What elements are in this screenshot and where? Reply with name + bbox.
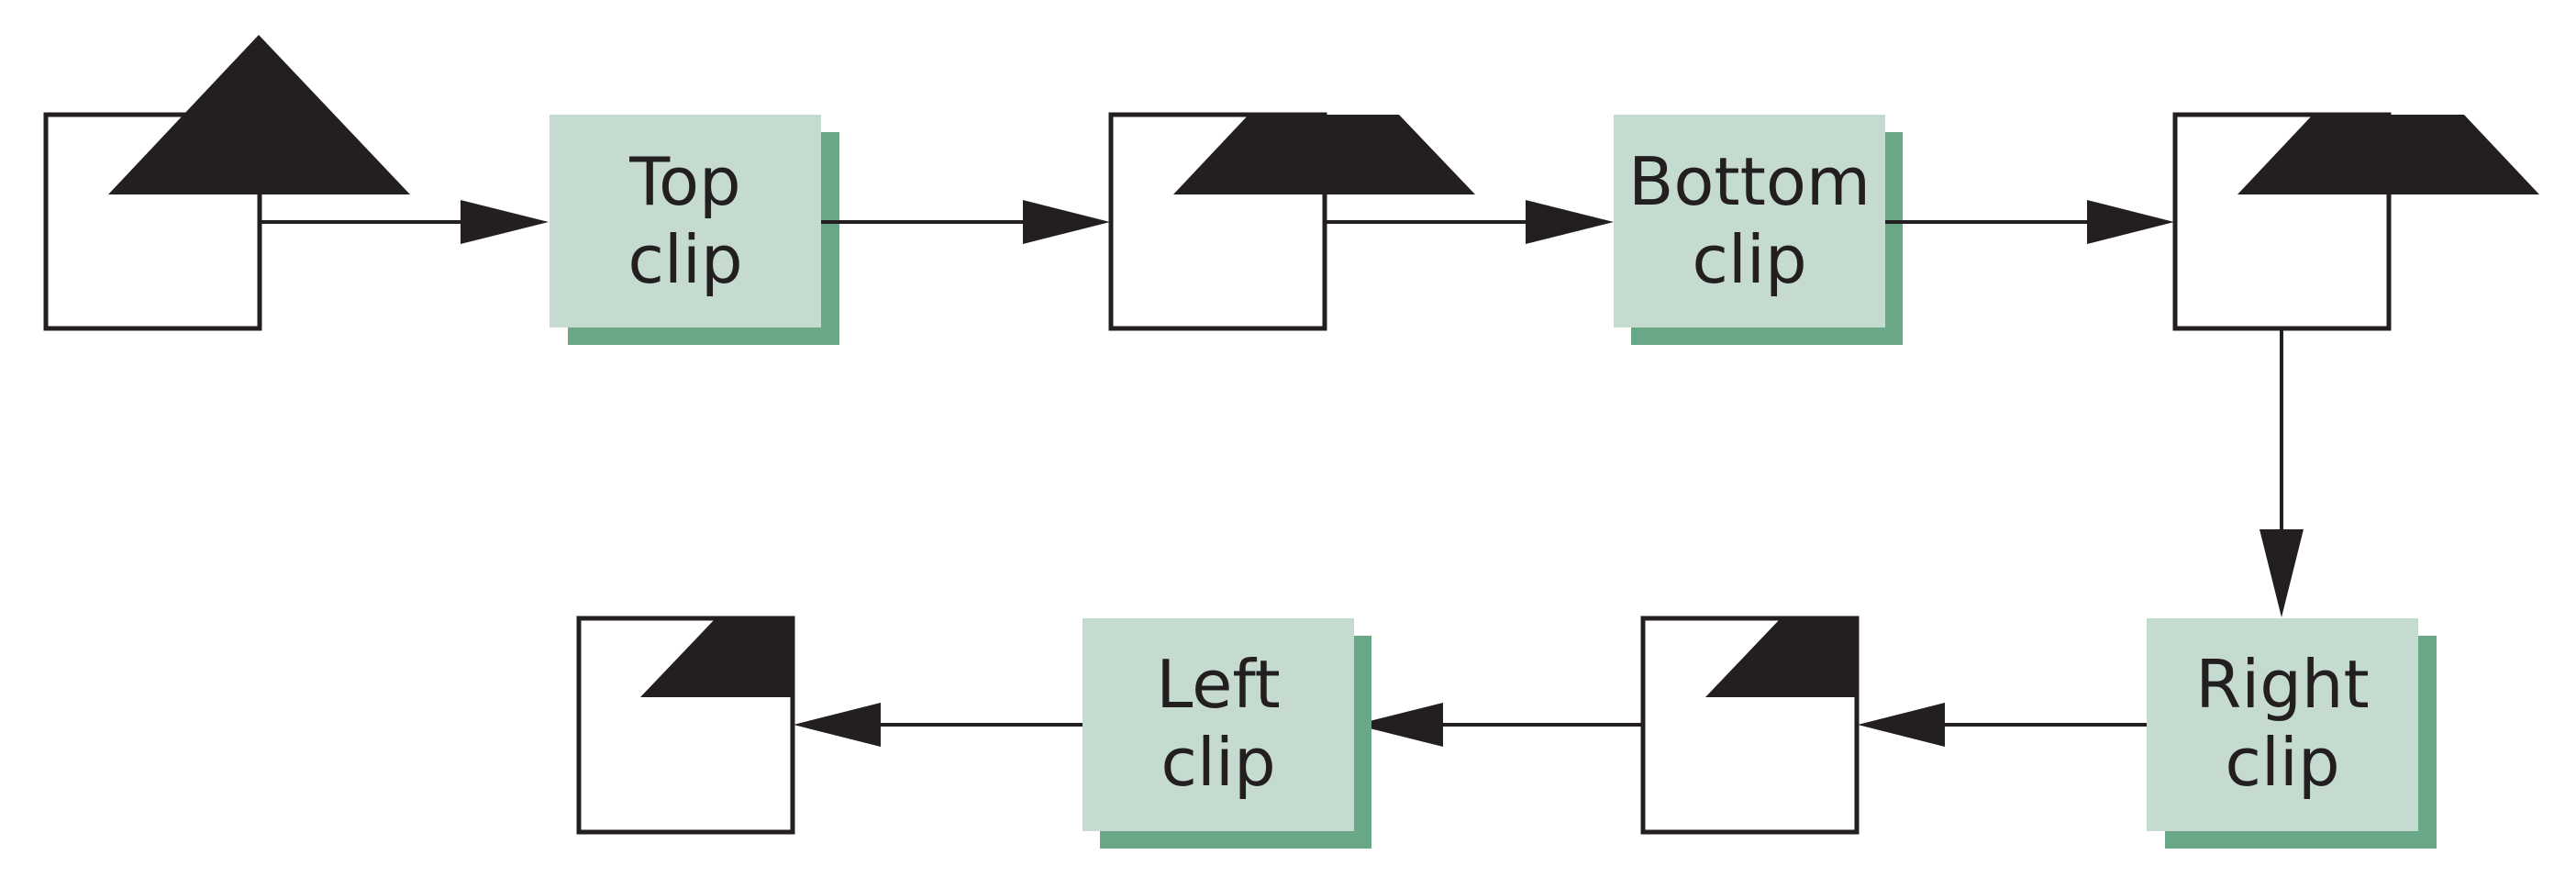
top-clip-box [550, 115, 821, 327]
right-clip-box [2147, 618, 2418, 831]
bottom-clip-label-line2: clip [1692, 221, 1806, 298]
output-window [576, 616, 795, 835]
bottom-clip-label-line1: Bottom [1628, 143, 1871, 220]
arrowhead-bottom-clip-to-after-bottom [2087, 200, 2174, 244]
top-clip-stage: Top clip [550, 115, 839, 345]
arrowhead-top-clip-to-after-top [1023, 200, 1110, 244]
after-top-clip-polygon [1173, 115, 1475, 194]
input-triangle [108, 35, 410, 194]
arrowhead-after-bottom-to-right-clip [2260, 529, 2304, 617]
after-top-clip-window [1108, 112, 1475, 331]
arrowhead-after-right-to-left-clip [1355, 703, 1443, 747]
left-clip-label-line1: Left [1156, 646, 1280, 723]
top-clip-label-line2: clip [627, 221, 742, 298]
bottom-clip-stage: Bottom clip [1614, 115, 1903, 345]
after-right-clip-polygon [1705, 618, 1857, 697]
right-clip-stage: Right clip [2147, 618, 2437, 849]
left-clip-label-line2: clip [1160, 724, 1275, 801]
after-bottom-clip-window [2172, 112, 2539, 331]
arrowhead-input-to-top-clip [461, 200, 549, 244]
bottom-clip-box [1614, 115, 1885, 327]
left-clip-stage: Left clip [1083, 618, 1371, 849]
after-right-clip-window [1640, 616, 1860, 835]
after-bottom-clip-polygon [2237, 115, 2539, 194]
arrowhead-right-clip-to-after-right [1858, 703, 1945, 747]
left-clip-box [1083, 618, 1354, 831]
right-clip-label-line1: Right [2195, 646, 2370, 723]
top-clip-label-line1: Top [628, 143, 741, 220]
output-clipped-polygon [640, 618, 793, 697]
arrowhead-left-clip-to-output [794, 703, 881, 747]
arrowhead-after-top-to-bottom-clip [1526, 200, 1614, 244]
input-window [43, 35, 410, 331]
right-clip-label-line2: clip [2225, 724, 2339, 801]
